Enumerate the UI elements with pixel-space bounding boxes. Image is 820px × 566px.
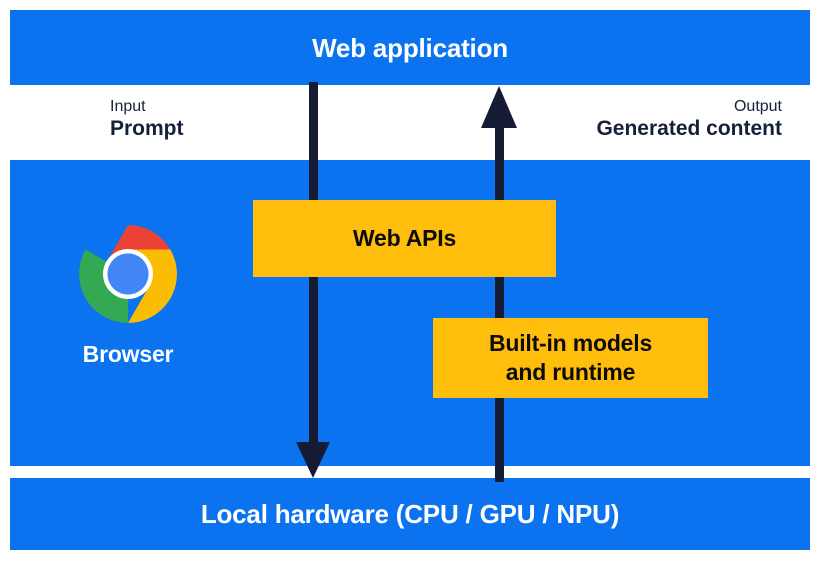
arrow-up-icon (481, 86, 517, 482)
box-web-apis: Web APIs (253, 200, 556, 277)
flow-output-kind: Output (733, 98, 782, 115)
box-builtin-models-line1: Built-in models (488, 330, 653, 357)
panel-local-hardware-title: Local hardware (CPU / GPU / NPU) (200, 499, 620, 529)
flow-output-value: Generated content (596, 116, 782, 140)
flow-label-output: Output Generated content (596, 98, 782, 142)
browser-badge: Browser (58, 225, 198, 366)
box-builtin-models-label: Built-in models and runtime (489, 329, 652, 387)
chrome-logo-icon (79, 225, 177, 323)
panel-local-hardware: Local hardware (CPU / GPU / NPU) (10, 478, 810, 550)
browser-caption: Browser (82, 341, 174, 367)
box-builtin-models-line2: and runtime (505, 359, 636, 385)
flow-input-value: Prompt (110, 116, 184, 140)
box-web-apis-label: Web APIs (352, 225, 457, 252)
panel-web-application-title: Web application (312, 32, 508, 63)
flow-label-input: Input Prompt (110, 98, 184, 142)
panel-web-application: Web application (10, 10, 810, 85)
arrow-down-icon (296, 82, 330, 478)
flow-input-kind: Input (110, 98, 146, 115)
box-builtin-models: Built-in models and runtime (433, 318, 708, 398)
